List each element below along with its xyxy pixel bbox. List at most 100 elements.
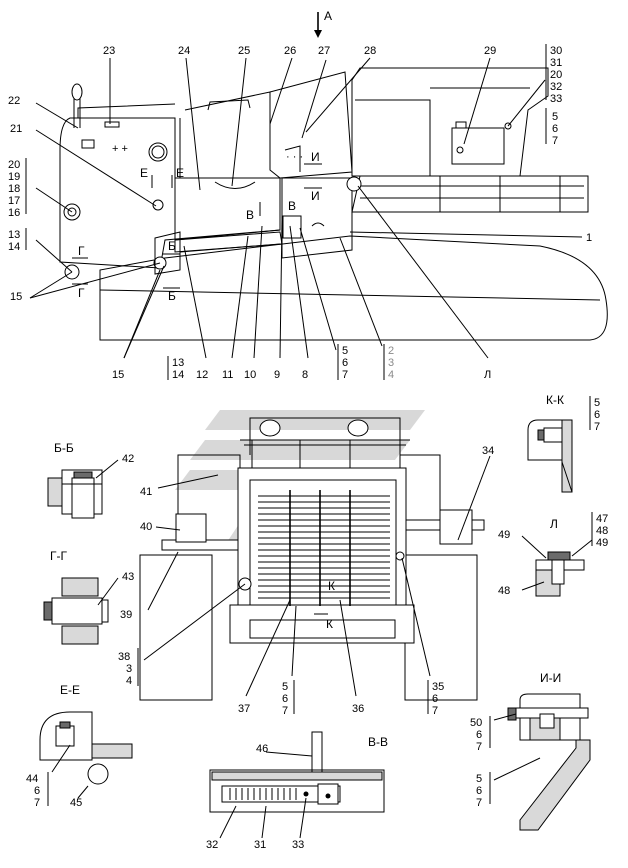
callout-6j: 6 [476, 785, 482, 797]
callout-7d: 7 [282, 705, 288, 717]
callout-26: 26 [284, 45, 296, 57]
section-mark-e2: Е [176, 166, 184, 180]
front-view [139, 417, 485, 701]
callout-8: 8 [302, 369, 308, 381]
callout-20a: 20 [8, 159, 20, 171]
callout-7e: 7 [34, 797, 40, 809]
callout-33b: 33 [292, 839, 304, 851]
callout-44: 44 [26, 773, 38, 785]
section-title-ii: И-И [540, 671, 561, 685]
callout-13b: 13 [172, 357, 184, 369]
callout-31: 31 [550, 57, 562, 69]
callout-6b: 6 [552, 123, 558, 135]
callout-5b: 5 [552, 111, 558, 123]
callout-18: 18 [8, 183, 20, 195]
section-mark-k2: К [326, 617, 333, 631]
callout-10: 10 [244, 369, 256, 381]
callout-20b: 20 [550, 69, 562, 81]
callout-7j: 7 [476, 797, 482, 809]
callout-43: 43 [122, 571, 134, 583]
callout-13a: 13 [8, 229, 20, 241]
callout-34: 34 [482, 445, 494, 457]
callout-19: 19 [8, 171, 20, 183]
section-bb: Б-Б 42 [47, 441, 134, 519]
svg-text:+ +: + + [112, 143, 128, 155]
callout-4b: 4 [126, 675, 132, 687]
callout-31b: 31 [254, 839, 266, 851]
callout-25: 25 [238, 45, 250, 57]
section-mark-k1: К [328, 579, 335, 593]
side-view: А + + [59, 9, 608, 341]
callout-1: 1 [586, 232, 592, 244]
callouts-side: 23 24 25 26 27 28 29 30 31 20 32 33 5 6 … [8, 44, 592, 381]
callout-7c: 7 [432, 705, 438, 717]
section-title-kk: К-К [546, 393, 564, 407]
callout-32b: 32 [206, 839, 218, 851]
callout-33a: 33 [550, 93, 562, 105]
callout-2: 2 [388, 345, 394, 357]
callout-9: 9 [274, 369, 280, 381]
callout-37: 37 [238, 703, 250, 715]
radiator-grille [258, 490, 390, 606]
callout-22: 22 [8, 95, 20, 107]
callout-46: 46 [256, 743, 268, 755]
callout-47: 47 [596, 513, 608, 525]
callout-41: 41 [140, 486, 152, 498]
callout-28: 28 [364, 45, 376, 57]
callout-3b: 3 [126, 663, 132, 675]
callout-49b: 49 [498, 529, 510, 541]
section-title-vv: В-В [368, 735, 388, 749]
callout-7a: 7 [342, 369, 348, 381]
callout-42: 42 [122, 453, 134, 465]
spring [229, 788, 297, 800]
callout-30: 30 [550, 45, 562, 57]
section-mark-i1: И [311, 150, 320, 164]
section-ee: Е-Е 44 6 7 45 [26, 683, 133, 809]
callout-3: 3 [388, 357, 394, 369]
leader-lines-side [29, 57, 583, 359]
callout-48a: 48 [596, 525, 608, 537]
section-mark-i2: И [311, 189, 320, 203]
callout-5k: 5 [594, 397, 600, 409]
section-mark-g1: Г [78, 244, 85, 258]
callout-4: 4 [388, 369, 394, 381]
callout-39: 39 [120, 609, 132, 621]
callout-12: 12 [196, 369, 208, 381]
section-mark-v2: В [288, 199, 296, 213]
callout-36: 36 [352, 703, 364, 715]
leader-lines-front [143, 455, 491, 697]
callout-5a: 5 [342, 345, 348, 357]
callout-15b: 15 [112, 369, 124, 381]
callouts-front: 41 40 39 38 3 4 37 5 6 7 36 35 6 7 34 [118, 445, 494, 717]
callout-5d: 5 [282, 681, 288, 693]
section-mark-e1: Е [140, 166, 148, 180]
callout-7k: 7 [594, 421, 600, 433]
callout-40: 40 [140, 521, 152, 533]
section-marks-side: Е Е И И В В Б Б Г Г [72, 150, 322, 303]
section-mark-b2: Б [168, 289, 176, 303]
callout-6c: 6 [432, 693, 438, 705]
svg-text:· · ·: · · · [286, 151, 303, 163]
callout-45: 45 [70, 797, 82, 809]
callout-6a: 6 [342, 357, 348, 369]
callout-7b: 7 [552, 135, 558, 147]
section-marks-front: К К [314, 579, 335, 631]
callout-15a: 15 [10, 291, 22, 303]
callout-14a: 14 [8, 241, 20, 253]
callout-29: 29 [484, 45, 496, 57]
section-title-gg: Г-Г [50, 549, 67, 563]
view-arrow-label: А [324, 9, 332, 23]
section-l: Л 49 48 47 48 49 [498, 512, 608, 597]
section-gg: Г-Г 43 [43, 549, 134, 645]
section-mark-g2: Г [78, 286, 85, 300]
callout-16: 16 [8, 207, 20, 219]
callout-38: 38 [118, 651, 130, 663]
section-ii: И-И 50 6 7 5 6 7 [470, 671, 591, 831]
section-title-l: Л [550, 517, 558, 531]
section-title-bb: Б-Б [54, 441, 74, 455]
callout-48b: 48 [498, 585, 510, 597]
callout-6e: 6 [34, 785, 40, 797]
callout-7i: 7 [476, 741, 482, 753]
callout-17: 17 [8, 195, 20, 207]
